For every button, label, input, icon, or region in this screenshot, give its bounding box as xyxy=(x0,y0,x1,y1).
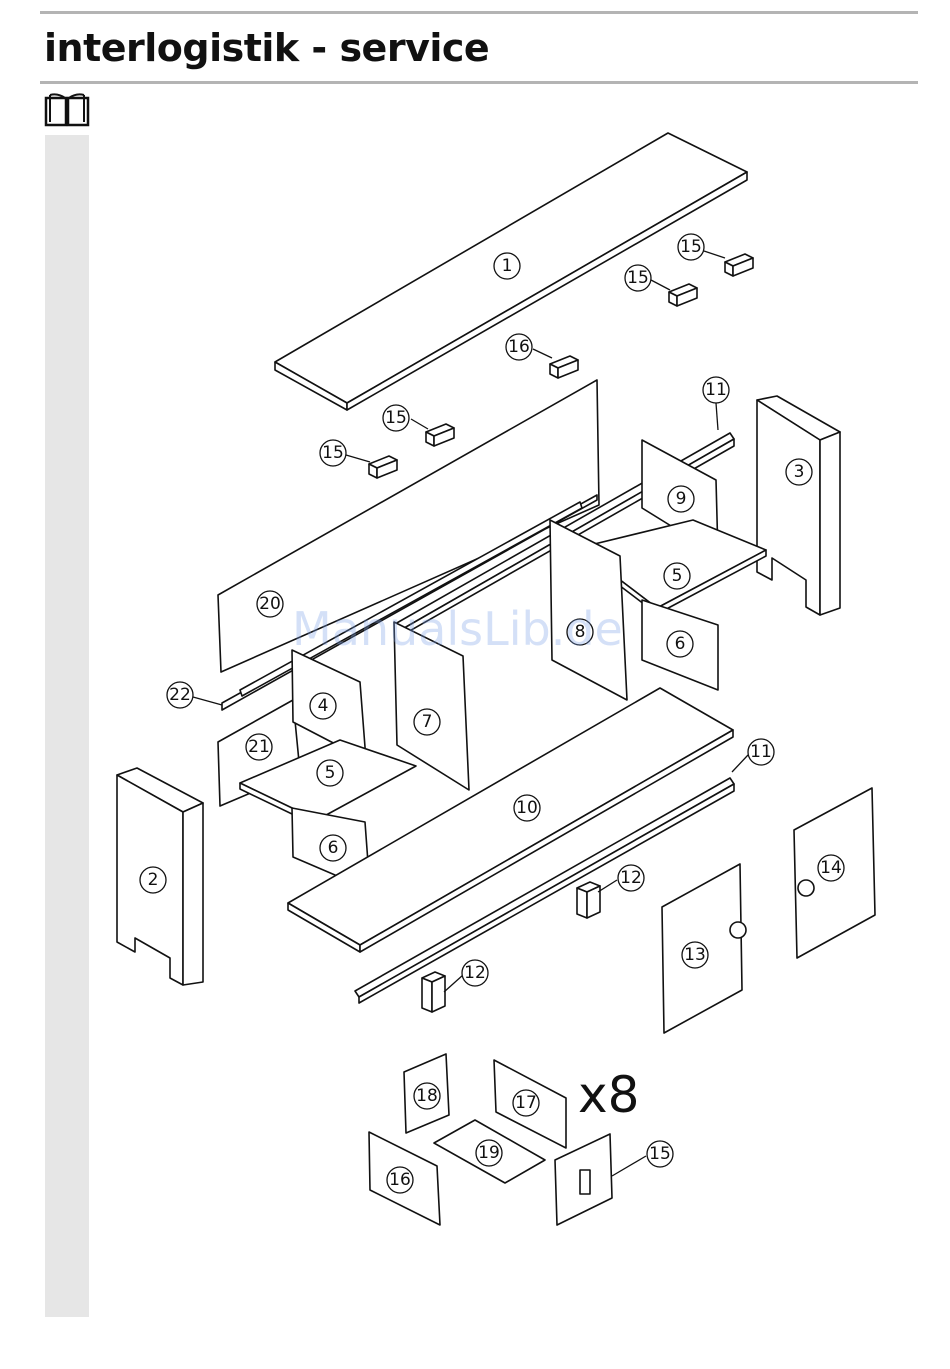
part-3-side-panel xyxy=(757,396,840,615)
label-part-16: 16 xyxy=(508,337,530,357)
callout-circles xyxy=(140,234,844,1193)
label-part-9: 9 xyxy=(676,489,687,509)
label-part-15: 15 xyxy=(649,1144,671,1164)
label-part-15: 15 xyxy=(322,443,344,463)
label-part-3: 3 xyxy=(794,462,805,482)
label-part-5: 5 xyxy=(325,763,336,783)
label-part-10: 10 xyxy=(516,798,538,818)
label-part-7: 7 xyxy=(422,712,433,732)
label-part-20: 20 xyxy=(259,594,281,614)
label-part-11: 11 xyxy=(750,742,772,762)
label-part-12: 12 xyxy=(620,868,642,888)
drawer-quantity-multiplier: x8 xyxy=(578,1066,639,1124)
part-15-block-a xyxy=(725,254,753,276)
label-part-2: 2 xyxy=(148,870,159,890)
part-15-block-c xyxy=(426,424,454,446)
label-part-22: 22 xyxy=(169,685,191,705)
label-part-19: 19 xyxy=(478,1143,500,1163)
part-15-block-d xyxy=(369,456,397,478)
label-part-8: 8 xyxy=(575,622,586,642)
label-part-15: 15 xyxy=(627,268,649,288)
label-part-11: 11 xyxy=(705,380,727,400)
part-12-leg-upper xyxy=(577,882,600,918)
label-part-21: 21 xyxy=(248,737,270,757)
label-part-13: 13 xyxy=(684,945,706,965)
label-part-15: 15 xyxy=(385,408,407,428)
label-part-15: 15 xyxy=(680,237,702,257)
label-part-18: 18 xyxy=(416,1086,438,1106)
part-16-block xyxy=(550,356,578,378)
part-15-block-b xyxy=(669,284,697,306)
part-15-drawer-front xyxy=(555,1134,612,1225)
label-part-12: 12 xyxy=(464,963,486,983)
label-part-6: 6 xyxy=(675,634,686,654)
label-part-14: 14 xyxy=(820,858,842,878)
label-part-5: 5 xyxy=(672,566,683,586)
part-12-leg-lower xyxy=(422,972,445,1012)
label-part-4: 4 xyxy=(318,696,329,716)
label-part-6: 6 xyxy=(328,838,339,858)
label-part-17: 17 xyxy=(515,1093,537,1113)
label-part-1: 1 xyxy=(502,256,513,276)
label-part-16: 16 xyxy=(389,1170,411,1190)
